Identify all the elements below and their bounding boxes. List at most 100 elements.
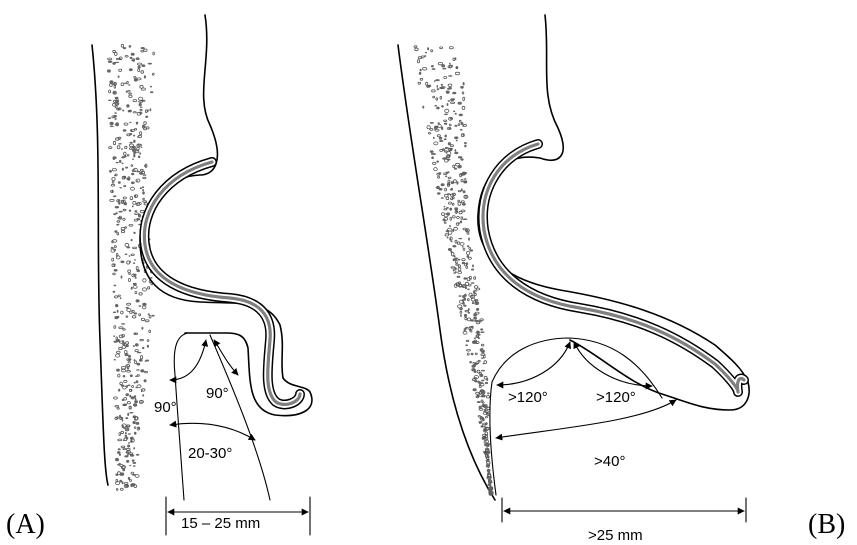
bone-texture-dot	[467, 350, 471, 352]
bone-texture-dot	[119, 347, 123, 349]
bone-texture-dot	[144, 75, 146, 78]
bone-texture-dot	[476, 362, 479, 364]
bone-texture-dot	[137, 63, 141, 65]
bone-texture-dot	[142, 288, 146, 291]
bone-texture-dot	[463, 218, 467, 220]
bone-texture-dot	[133, 465, 136, 467]
bone-texture-dot	[477, 401, 481, 403]
panel-b-angle-wedge-label: >40°	[594, 453, 625, 470]
bone-texture-dot	[130, 374, 133, 377]
bone-texture-dot	[135, 292, 137, 294]
bone-texture-dot	[119, 433, 121, 436]
bone-texture-dot	[430, 122, 434, 124]
bone-texture-dot	[134, 432, 137, 435]
bone-texture-dot	[113, 335, 115, 337]
bone-texture-dot	[131, 165, 133, 167]
bone-texture-dot	[458, 259, 461, 261]
bone-texture-dot	[148, 313, 150, 315]
bone-texture-dot	[121, 230, 124, 232]
bone-texture-dot	[462, 203, 466, 206]
bone-texture-dot	[127, 155, 129, 157]
bone-texture-dot	[444, 114, 448, 116]
bone-texture-dot	[127, 437, 129, 439]
bone-texture-dot	[134, 77, 136, 79]
bone-texture-dot	[121, 44, 123, 47]
bone-texture-dot	[113, 291, 116, 293]
bone-texture-dot	[476, 342, 479, 344]
bone-texture-dot	[434, 80, 436, 82]
bone-texture-dot	[454, 227, 458, 230]
bone-texture-dot	[139, 103, 142, 106]
bone-texture-dot	[466, 340, 469, 341]
bone-texture-dot	[462, 246, 464, 248]
bone-texture-dot	[142, 191, 145, 194]
bone-texture-dot	[124, 380, 127, 382]
bone-texture-dot	[126, 342, 129, 345]
bone-texture-dot	[441, 84, 443, 86]
bone-texture-dot	[129, 255, 131, 257]
bone-texture-dot	[466, 262, 468, 265]
bone-texture-dot	[451, 241, 453, 242]
bone-texture-dot	[415, 48, 419, 51]
bone-texture-dot	[472, 302, 474, 304]
bone-texture-dot	[466, 251, 469, 254]
bone-texture-dot	[440, 47, 443, 49]
bone-texture-dot	[422, 68, 426, 71]
bone-texture-dot	[112, 178, 115, 181]
bone-texture-dot	[131, 396, 135, 399]
bone-texture-dot	[113, 273, 116, 275]
bone-texture-dot	[433, 137, 435, 139]
bone-texture-dot	[117, 146, 120, 149]
bone-texture-dot	[481, 380, 484, 382]
bone-texture-dot	[114, 341, 118, 343]
bone-texture-dot	[114, 269, 118, 272]
bone-texture-dot	[450, 217, 452, 220]
panel-a: 90° 90° 20-30° 15 – 25 mm (A)	[6, 15, 312, 540]
bone-texture-dot	[139, 152, 141, 154]
bone-texture-dot	[481, 350, 485, 352]
panel-a-guide-left	[174, 333, 188, 500]
bone-texture-dot	[431, 65, 434, 67]
bone-texture-dot	[136, 218, 140, 220]
bone-texture-dot	[127, 309, 131, 312]
bone-texture-dot	[145, 320, 149, 322]
bone-texture-dot	[150, 91, 154, 93]
bone-texture-dot	[139, 97, 143, 100]
bone-texture-dot	[452, 229, 454, 232]
bone-texture-dot	[476, 308, 479, 311]
bone-texture-dot	[133, 283, 137, 285]
bone-texture-dot	[465, 310, 469, 312]
bone-texture-dot	[453, 165, 455, 167]
bone-texture-dot	[450, 98, 454, 101]
bone-texture-dot	[448, 177, 451, 178]
bone-texture-dot	[438, 122, 440, 124]
bone-texture-dot	[444, 120, 447, 122]
bone-texture-dot	[447, 88, 450, 90]
bone-texture-dot	[461, 179, 463, 181]
bone-texture-dot	[448, 100, 451, 102]
bone-texture-dot	[126, 460, 129, 463]
bone-texture-dot	[464, 195, 468, 198]
bone-texture-dot	[124, 483, 128, 485]
bone-texture-dot	[122, 343, 125, 345]
bone-texture-dot	[468, 257, 471, 259]
bone-texture-dot	[138, 305, 141, 307]
panel-b-angle-left-label: >120°	[508, 389, 548, 406]
bone-texture-dot	[134, 129, 136, 131]
bone-texture-dot	[463, 82, 465, 85]
bone-texture-dot	[108, 117, 111, 119]
bone-texture-dot	[127, 402, 130, 404]
bone-texture-dot	[445, 159, 449, 162]
bone-texture-dot	[430, 150, 434, 153]
bone-texture-dot	[449, 124, 451, 126]
bone-texture-dot	[114, 326, 116, 329]
bone-texture-dot	[461, 122, 464, 125]
bone-texture-dot	[460, 158, 463, 160]
bone-texture-dot	[118, 439, 122, 441]
bone-texture-dot	[448, 180, 450, 183]
bone-texture-dot	[486, 440, 489, 443]
bone-texture-dot	[128, 385, 131, 387]
bone-texture-dot	[454, 125, 457, 127]
bone-texture-dot	[115, 458, 119, 461]
bone-texture-dot	[446, 207, 449, 209]
